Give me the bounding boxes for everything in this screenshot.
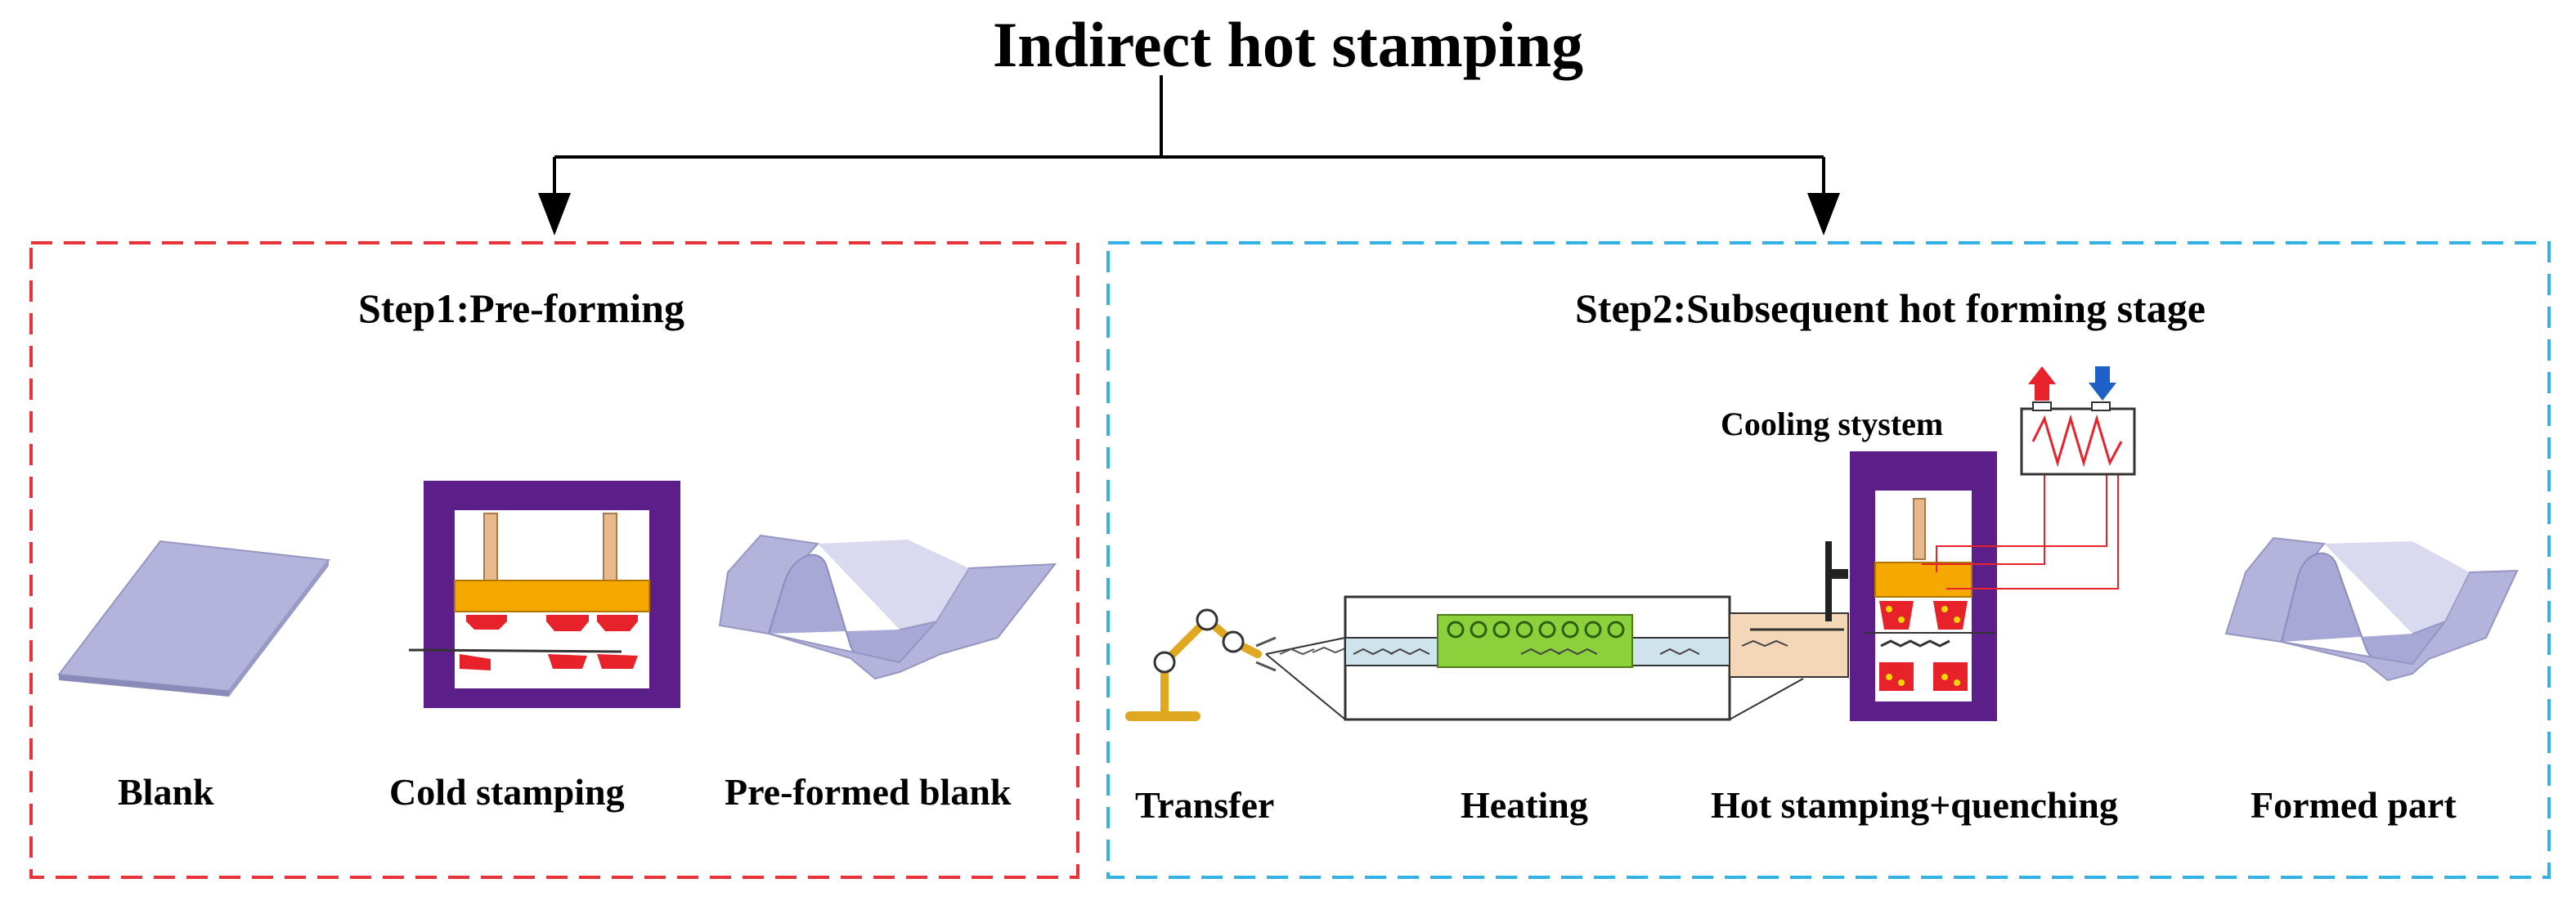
hot-outlet-arrow-icon: [2028, 366, 2056, 401]
press-icon: [408, 481, 680, 708]
cooling-pipes: [1922, 474, 2119, 589]
cold-inlet-arrow-icon: [2089, 366, 2116, 401]
title-connector: [553, 75, 1825, 196]
step2-box: [1106, 241, 2551, 879]
pre-formed-blank-label: Pre-formed blank: [725, 771, 1012, 813]
heating-label: Heating: [1461, 784, 1588, 826]
hot-stamping-quenching-label: Hot stamping+quenching: [1711, 784, 2118, 826]
arrow-down-icon: [538, 193, 571, 235]
step1-heading: Step1:Pre-forming: [358, 285, 684, 331]
step1-box: [29, 241, 1079, 879]
pre-formed-blank: [718, 534, 1057, 680]
press-feed-table: [1729, 541, 1849, 678]
heater-coil-icon: [2020, 401, 2136, 476]
heating-furnace: [1344, 595, 1731, 721]
robot-joints: [1153, 608, 1245, 674]
formed-part-label: Formed part: [2251, 784, 2457, 826]
cold-stamping-label: Cold stamping: [389, 771, 625, 813]
step2-heading: Step2:Subsequent hot forming stage: [1575, 285, 2206, 331]
arrow-down-icon: [1807, 193, 1840, 235]
transfer-label: Transfer: [1135, 784, 1275, 826]
blank-label: Blank: [118, 771, 214, 813]
diagram-title: Indirect hot stamping: [992, 9, 1584, 80]
transfer-parts: [1279, 646, 1348, 656]
formed-part: [2224, 536, 2519, 682]
press-icon: [1850, 451, 1997, 721]
blank-sheet: [57, 540, 330, 697]
cooling-system-label: Cooling stystem: [1721, 406, 1944, 442]
